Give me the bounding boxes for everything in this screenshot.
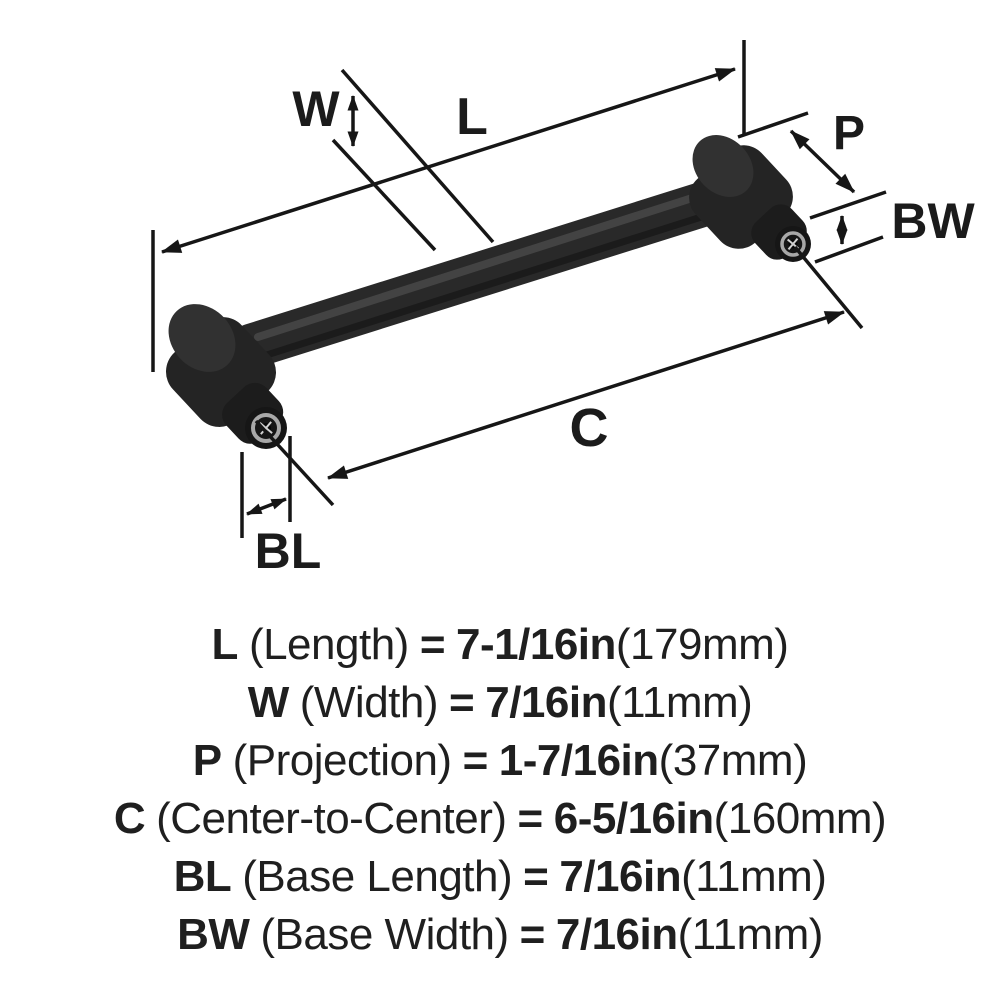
spec-abbr: BL xyxy=(173,852,232,901)
spec-row-base-width: BW(Base Width)=7/16in(11mm) xyxy=(0,906,1000,964)
witness-line-bw-upper xyxy=(809,190,887,220)
spec-metric: (160mm) xyxy=(713,794,887,843)
spec-name: (Base Length) xyxy=(242,852,513,901)
dim-label-length: L xyxy=(456,88,488,146)
witness-line-c-left xyxy=(254,419,335,507)
dim-label-projection: P xyxy=(833,107,865,160)
spec-equals: = xyxy=(449,678,475,727)
spec-list: L(Length)=7-1/16in(179mm) W(Width)=7/16i… xyxy=(0,616,1000,964)
spec-name: (Projection) xyxy=(232,736,452,785)
witness-line-w-upper xyxy=(340,68,495,244)
dim-line-projection xyxy=(789,129,856,194)
spec-row-base-length: BL(Base Length)=7/16in(11mm) xyxy=(0,848,1000,906)
spec-equals: = xyxy=(523,852,549,901)
spec-metric: (37mm) xyxy=(658,736,808,785)
witness-line-c-right xyxy=(793,245,864,330)
dim-line-center-to-center xyxy=(327,310,845,480)
left-screw-icon xyxy=(245,407,287,449)
spec-equals: = xyxy=(419,620,446,669)
spec-name: (Width) xyxy=(299,678,439,727)
spec-name: (Base Width) xyxy=(260,910,509,959)
spec-abbr: BW xyxy=(177,910,250,959)
spec-value: 7/16in xyxy=(485,678,607,727)
spec-equals: = xyxy=(519,910,546,959)
dim-label-width: W xyxy=(292,81,340,137)
spec-metric: (179mm) xyxy=(615,620,789,669)
right-post xyxy=(689,135,811,262)
dim-label-base-width: BW xyxy=(891,193,975,249)
spec-name: (Length) xyxy=(248,620,409,669)
left-post xyxy=(166,304,287,449)
witness-line-p-upper xyxy=(737,111,809,139)
spec-value: 6-5/16in xyxy=(553,794,714,843)
spec-metric: (11mm) xyxy=(681,852,827,901)
handle-bar-shadow-edge xyxy=(250,201,743,363)
spec-value: 7-1/16in xyxy=(456,620,616,669)
spec-row-projection: P(Projection)=1-7/16in(37mm) xyxy=(0,732,1000,790)
spec-equals: = xyxy=(517,794,544,843)
spec-metric: (11mm) xyxy=(606,678,753,727)
spec-value: 7/16in xyxy=(559,852,682,901)
spec-row-center-to-center: C(Center-to-Center)=6-5/16in(160mm) xyxy=(0,790,1000,848)
spec-abbr: L xyxy=(211,620,239,669)
right-screw-icon xyxy=(775,226,811,262)
spec-value: 1-7/16in xyxy=(498,736,659,785)
spec-name: (Center-to-Center) xyxy=(156,794,507,843)
spec-abbr: P xyxy=(192,736,222,785)
spec-row-width: W(Width)=7/16in(11mm) xyxy=(0,674,1000,732)
witness-line-bw-lower xyxy=(814,235,884,264)
handle-pull xyxy=(166,135,811,449)
dim-label-center-to-center: C xyxy=(570,398,609,458)
spec-value: 7/16in xyxy=(555,910,678,959)
handle-diagram-svg: L W P BW C BL xyxy=(151,40,975,579)
spec-abbr: C xyxy=(113,794,146,843)
spec-metric: (11mm) xyxy=(677,910,824,959)
dim-line-base-length xyxy=(246,497,287,516)
witness-line-w-lower xyxy=(331,138,437,252)
dim-line-length xyxy=(161,67,736,254)
spec-abbr: W xyxy=(247,678,290,727)
spec-row-length: L(Length)=7-1/16in(179mm) xyxy=(0,616,1000,674)
handle-bar-highlight xyxy=(254,180,740,341)
spec-equals: = xyxy=(462,736,489,785)
left-post-cap-face xyxy=(168,304,236,372)
dimension-annotations: L W P BW C BL xyxy=(151,40,975,579)
dim-label-base-length: BL xyxy=(255,523,322,579)
handle-bar xyxy=(229,169,765,369)
